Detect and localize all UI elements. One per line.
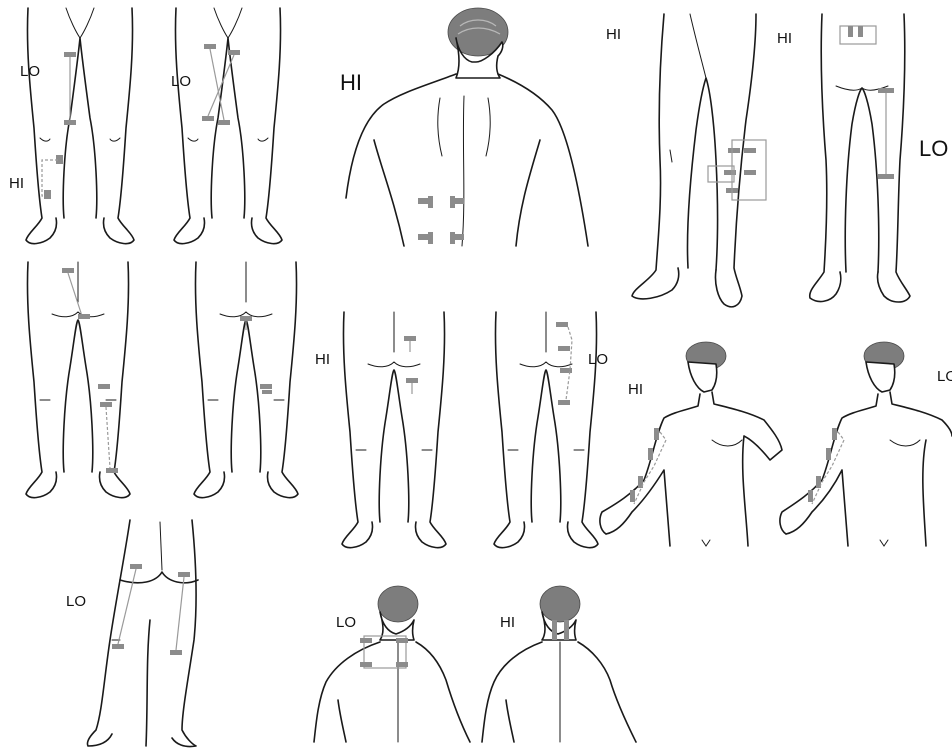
- figure-torso-arm-1: [600, 342, 782, 546]
- label-lo: LO: [336, 615, 356, 630]
- label-hi: HI: [606, 27, 621, 42]
- figure-torso-arm-2: [780, 342, 952, 546]
- label-lo: LO: [937, 369, 952, 384]
- figure-legs-back-1: [26, 262, 130, 498]
- label-hi: HI: [628, 382, 643, 397]
- figure-legs-front-3: [632, 14, 766, 307]
- electrode-pair-hi: [42, 155, 63, 199]
- figure-legs-back-2: [194, 262, 298, 498]
- label-lo: LO: [20, 64, 40, 79]
- label-lo: LO: [66, 594, 86, 609]
- label-hi: HI: [340, 72, 362, 94]
- figure-legs-front-4: [810, 14, 910, 302]
- figure-legs-back-3: [342, 312, 446, 548]
- label-lo: LO: [919, 138, 948, 160]
- label-hi: HI: [9, 176, 24, 191]
- label-hi: HI: [500, 615, 515, 630]
- label-lo: LO: [588, 352, 608, 367]
- figure-neck-back-2: [482, 586, 636, 742]
- label-hi: HI: [315, 352, 330, 367]
- electrode-group-lower-back: [418, 196, 464, 244]
- electrode-pair-right: [170, 572, 190, 655]
- electrode-group: [556, 322, 572, 405]
- figure-upper-back: [346, 8, 588, 246]
- figure-neck-back-1: [314, 586, 470, 742]
- electrode-pair-left: [112, 564, 142, 649]
- label-hi: HI: [777, 31, 792, 46]
- figure-legs-front-1: [26, 8, 134, 244]
- label-lo: LO: [171, 74, 191, 89]
- figure-legs-front-2: [174, 8, 282, 244]
- figure-buttocks-back: [87, 520, 198, 747]
- figure-legs-back-4: [494, 312, 598, 548]
- electrode-pair: [62, 268, 118, 473]
